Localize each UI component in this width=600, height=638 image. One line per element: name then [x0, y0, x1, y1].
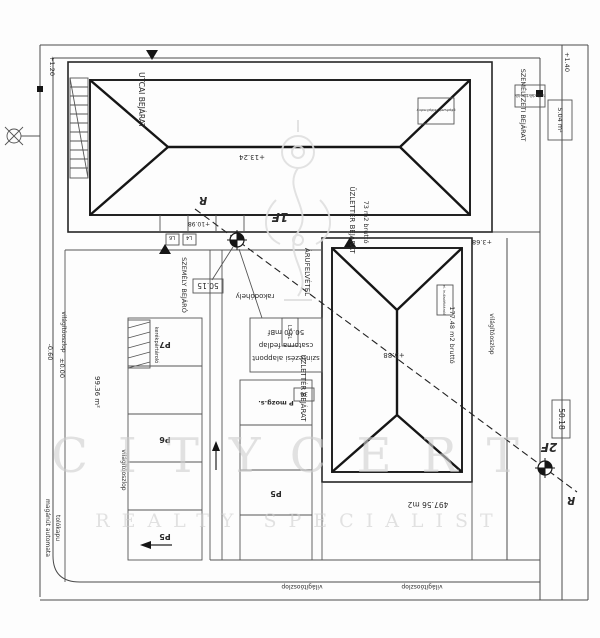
elevation-5015: 50.15 [197, 281, 219, 290]
benchmark-leader-lines [211, 246, 263, 319]
building-a-walls [67, 61, 493, 233]
entrance-goods: ÁRUFELVÉTEL [303, 248, 312, 296]
area-9936: 99.36 m² [93, 376, 101, 408]
site-boundary [37, 44, 589, 601]
direction-arrow-left [140, 541, 172, 549]
r-label-1: R [199, 194, 207, 207]
level-368: +3.68 [472, 238, 492, 246]
boundary-post-marker-2 [37, 86, 43, 92]
utility-box-l4 [182, 233, 197, 246]
waste-store-box [436, 284, 454, 316]
entrance-marker-street [146, 50, 158, 60]
level-140: +1.40 [563, 52, 571, 72]
entrance-shop-1: ÜZLETTÉR BEJÁRAT [348, 186, 357, 254]
building-a-door-partitions [159, 215, 245, 232]
lamp-label-1: világítóoszlop [60, 311, 67, 352]
watermark-line-1: CITYCERT [51, 428, 549, 484]
bike-store-label: kerékpártároló [153, 327, 160, 363]
levelling-note-text: szintezési alappont csatorna fedlap 50.0… [252, 328, 320, 362]
bike-storage-hatch [127, 319, 151, 369]
note-line-1: szintezési alappont [252, 354, 320, 362]
area-49756: 497.56 m2 [407, 500, 448, 509]
yard-lines [64, 249, 540, 582]
boundary-lines [39, 44, 589, 601]
gate-label-2: tolókapu [54, 515, 61, 541]
r-label-2: R [567, 494, 575, 507]
building-b [321, 237, 473, 483]
sight-line-1f-2f [194, 208, 578, 493]
watermark-line-2: REALTY SPECIALIST [95, 510, 504, 532]
level-m060: -0.60 [46, 344, 54, 361]
gate-label-1: magánút automata [44, 499, 51, 557]
box-l6-label: L6 [169, 234, 175, 240]
area-73: 73 m2 bruttó [362, 201, 370, 244]
level-000: ±0.00 [58, 358, 66, 378]
entrance-shop-2: ÜZLETTÉR BEJÁRAT [299, 354, 308, 422]
elevation-5018: 50.18 [557, 408, 566, 430]
level-1098: +10.98 [188, 220, 210, 227]
area-17748: 177.48 m2 bruttó [448, 306, 456, 363]
entrance-marker-personal [159, 244, 171, 254]
sign-box-36 [293, 387, 315, 402]
parking-p5: P5 [159, 532, 171, 541]
waste-store-label: ei. hulladéktároló [442, 285, 446, 315]
mech-box [417, 97, 455, 125]
parking-p5b: P5 [270, 489, 282, 498]
parking-p7: P7 [159, 340, 170, 349]
entrance-staff: SZEMÉLYZETI BEJÁRAT [519, 69, 528, 142]
box-l4-label: L4 [186, 234, 192, 240]
parking-row-1 [127, 317, 203, 561]
entrance-personal: SZEMÉLY BEJÁRÓ [180, 257, 189, 313]
box-l3-label: L3 GL [286, 325, 292, 339]
level-588: +5.88 [383, 351, 404, 359]
building-b-eaves [331, 247, 463, 473]
benchmark-2f-symbol [535, 458, 555, 478]
entrance-marker-shop [344, 237, 356, 247]
note-line-3: 50.00 mBf [267, 328, 304, 336]
building-a [67, 61, 493, 246]
sign-36: 36 [300, 390, 308, 397]
levelling-note-box [249, 317, 323, 373]
building-b-roof-hips [331, 247, 463, 473]
level-1324: +13.24 [239, 153, 265, 161]
waste-box-label: hulladéktárolók [514, 93, 546, 98]
benchmark-1f-label: 1F [271, 210, 288, 224]
lamp-label-4: világítóoszlop [281, 583, 322, 590]
mech-box-label: gépészeti felépítmény [417, 108, 456, 112]
watermark: CITYCERT REALTY SPECIALIST [51, 120, 549, 532]
building-a-stairs [69, 77, 89, 179]
watermark-ornament [265, 120, 331, 301]
parking-yard [64, 249, 540, 582]
note-line-2: csatorna fedlap [258, 341, 313, 349]
utility-boxes [417, 84, 573, 141]
direction-arrow-up [212, 441, 220, 470]
elevation-box-5018 [551, 399, 571, 439]
building-a-roof-hips [89, 79, 471, 216]
lamp-label-3: világítóoszlop [488, 313, 495, 354]
waste-box [514, 84, 546, 108]
area-504: 5.04 m² [556, 107, 564, 133]
parking-p6: P6 [159, 435, 171, 444]
storage-box [547, 99, 573, 141]
lamp-label-5: világítóoszlop [401, 583, 442, 590]
labels: 1F 2F R R 50.15 50.18 szintezési alappon… [44, 52, 575, 590]
benchmark-1f-symbol [227, 230, 247, 250]
level-120: +1.20 [48, 56, 56, 76]
parking-row-1-dividers [128, 365, 202, 511]
lamp-label-2: világítóoszlop [120, 449, 127, 490]
entrance-markers [146, 50, 356, 254]
boundary-post-marker [536, 90, 543, 97]
building-a-eaves [89, 79, 471, 216]
elevation-box-5015 [192, 278, 224, 294]
survey-layer [192, 208, 578, 493]
benchmark-2f-label: 2F [540, 440, 557, 454]
parking-disabled: P mozg.s. [258, 399, 294, 407]
utility-box-l6 [165, 233, 180, 246]
parking-row-2-dividers [240, 424, 312, 516]
entrance-street: UTCAI BEJÁRAT [137, 72, 146, 128]
loading-area: rakodóhely [236, 292, 275, 300]
lamp-post-icon [4, 126, 40, 146]
